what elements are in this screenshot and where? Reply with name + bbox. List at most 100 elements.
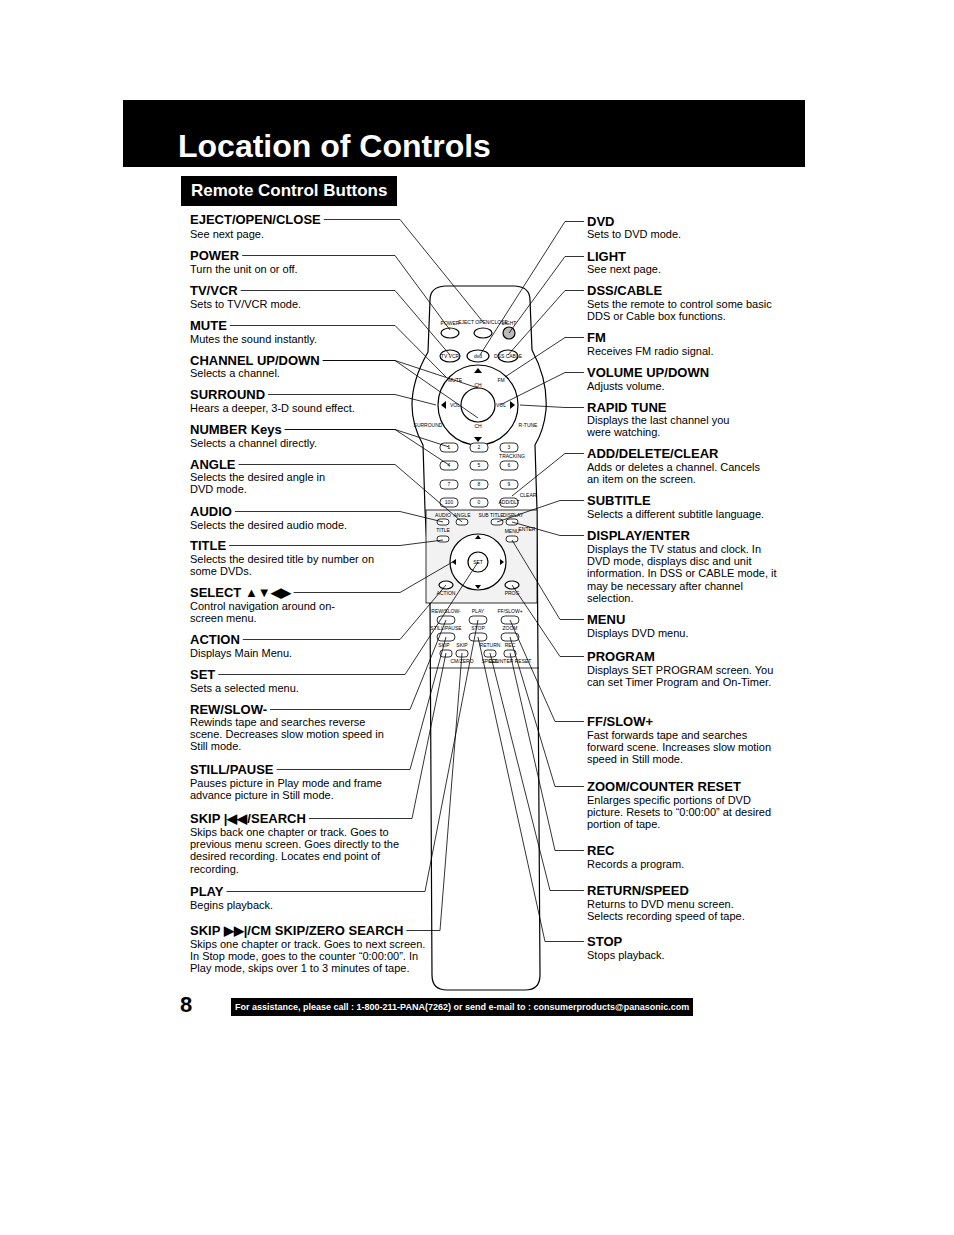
button-label: MENU [505, 528, 520, 534]
callout-heading: CHANNEL UP/DOWN [190, 353, 320, 368]
leader-line [478, 637, 584, 942]
button-label: DSS CABLE [494, 353, 522, 359]
button-label: R-TUNE [519, 422, 538, 428]
callout-heading: TV/VCR [190, 283, 238, 298]
callout-text: Selects a channel directly. [190, 437, 317, 449]
leader-line [229, 540, 443, 546]
callout-heading: STILL/PAUSE [190, 762, 274, 777]
page-title: Location of Controls [178, 128, 491, 164]
callout-heading: DSS/CABLE [587, 283, 662, 298]
leader-line [324, 220, 483, 323]
callout-heading: LIGHT [587, 249, 626, 264]
button-label: POWER [441, 320, 460, 326]
button-label: CM/ZERO [450, 658, 473, 664]
button-label: SUB TITLE [478, 512, 503, 518]
leader-line [512, 540, 584, 620]
callout-text: Mutes the sound instantly. [190, 333, 317, 345]
callout-heading: DVD [587, 214, 614, 229]
callout-heading: FF/SLOW+ [587, 714, 653, 729]
callout-text: Skips one chapter or track. Goes to next… [190, 938, 426, 975]
button-label: STILL/PAUSE [430, 625, 461, 631]
button-label: SKIP [456, 642, 467, 648]
callout-text: Displays the TV status and clock. In DVD… [587, 543, 782, 604]
leader-line [509, 257, 584, 334]
callout-text: Adds or deletes a channel. Cancels an it… [587, 461, 767, 485]
button-label: ENTER [519, 526, 536, 532]
callout-text: Stops playback. [587, 949, 665, 961]
callout-text: Sets the remote to control some basic DD… [587, 298, 782, 322]
button-label: COUNTER RESET [489, 658, 532, 664]
button-label: 5 [478, 462, 481, 468]
callout-heading: MUTE [190, 318, 227, 333]
button-label: EJECT OPEN/CLOSE [458, 319, 508, 325]
button-label: 6 [508, 462, 511, 468]
leader-line [500, 373, 584, 406]
button-label: dvd [474, 353, 482, 359]
callout-text: Displays DVD menu. [587, 627, 688, 639]
leader-line [480, 222, 584, 356]
callout-heading: ACTION [190, 632, 240, 647]
callout-text: Sets to TV/VCR mode. [190, 298, 301, 310]
box-text: For assistance, please call : 1-800-211-… [235, 1001, 689, 1013]
callout-text: Fast forwards tape and searches forward … [587, 729, 772, 766]
leader-line [270, 620, 446, 710]
callout-text: Selects the desired angle in DVD mode. [190, 471, 340, 495]
button-label: FF/SLOW+ [497, 608, 522, 614]
callout-heading: STOP [587, 934, 622, 949]
leader-line [510, 653, 584, 851]
callout-text: Displays Main Menu. [190, 647, 292, 659]
button-label: 100 [445, 499, 453, 505]
callout-heading: RETURN/SPEED [587, 883, 689, 898]
callout-text: Sets a selected menu. [190, 682, 299, 694]
callout-text: Selects a channel. [190, 367, 280, 379]
callout-heading: NUMBER Keys [190, 422, 282, 437]
callout-heading: REC [587, 843, 614, 858]
box-text: Remote Control Buttons [191, 181, 387, 201]
callout-text: See next page. [587, 263, 661, 275]
leader-line [508, 291, 584, 356]
leader-line [520, 405, 584, 408]
callout-text: Begins playback. [190, 899, 273, 911]
button-label: 2 [478, 444, 481, 450]
button-label: SURROUND [414, 422, 443, 428]
callout-heading: EJECT/OPEN/CLOSE [190, 212, 321, 227]
button-label: LIGHT [502, 320, 517, 326]
callout-text: Turn the unit on or off. [190, 263, 298, 275]
callout-heading: ANGLE [190, 457, 236, 472]
callout-heading: ZOOM/COUNTER RESET [587, 779, 741, 794]
callout-heading: REW/SLOW- [190, 702, 267, 717]
callout-heading: DISPLAY/ENTER [587, 528, 690, 543]
callout-heading: RAPID TUNE [587, 400, 666, 415]
button-label: CH [474, 382, 481, 388]
page-number: 8 [180, 993, 192, 1017]
leader-line [510, 620, 584, 722]
callout-heading: POWER [190, 248, 239, 263]
button-label: VOL [450, 402, 460, 408]
button-label: ADD/DLT [498, 499, 519, 505]
button-label: CLEAR [520, 492, 537, 498]
title-banner [123, 100, 805, 167]
callout-heading: ADD/DELETE/CLEAR [587, 446, 718, 461]
callout-heading: VOLUME UP/DOWN [587, 365, 709, 380]
callout-heading: AUDIO [190, 504, 232, 519]
button-label: RETURN [480, 642, 501, 648]
callout-text: Pauses picture in Play mode and frame ad… [190, 777, 395, 801]
button-label: TITLE [436, 527, 450, 533]
button-label: VOL [496, 402, 506, 408]
button-label: TRACKING [499, 453, 525, 459]
callout-heading: SKIP ▶▶|/CM SKIP/ZERO SEARCH [190, 923, 403, 938]
button-label: AUDIO [435, 512, 451, 518]
button-label: CH [474, 423, 481, 429]
callout-text: Displays the last channel you were watch… [587, 414, 737, 438]
leader-line [406, 653, 462, 931]
callout-heading: SELECT ▲▼◀▶ [190, 585, 291, 600]
callout-heading: TITLE [190, 538, 226, 553]
assistance-footer-bar: For assistance, please call : 1-800-211-… [231, 998, 693, 1016]
callout-heading: PLAY [190, 884, 223, 899]
callout-heading: SET [190, 667, 215, 682]
callout-heading: SKIP |◀◀/SEARCH [190, 811, 306, 826]
callout-heading: SUBTITLE [587, 493, 651, 508]
callout-text: Returns to DVD menu screen. Selects reco… [587, 898, 772, 922]
button-label: ACTION [437, 590, 456, 596]
callout-heading: SURROUND [190, 387, 265, 402]
